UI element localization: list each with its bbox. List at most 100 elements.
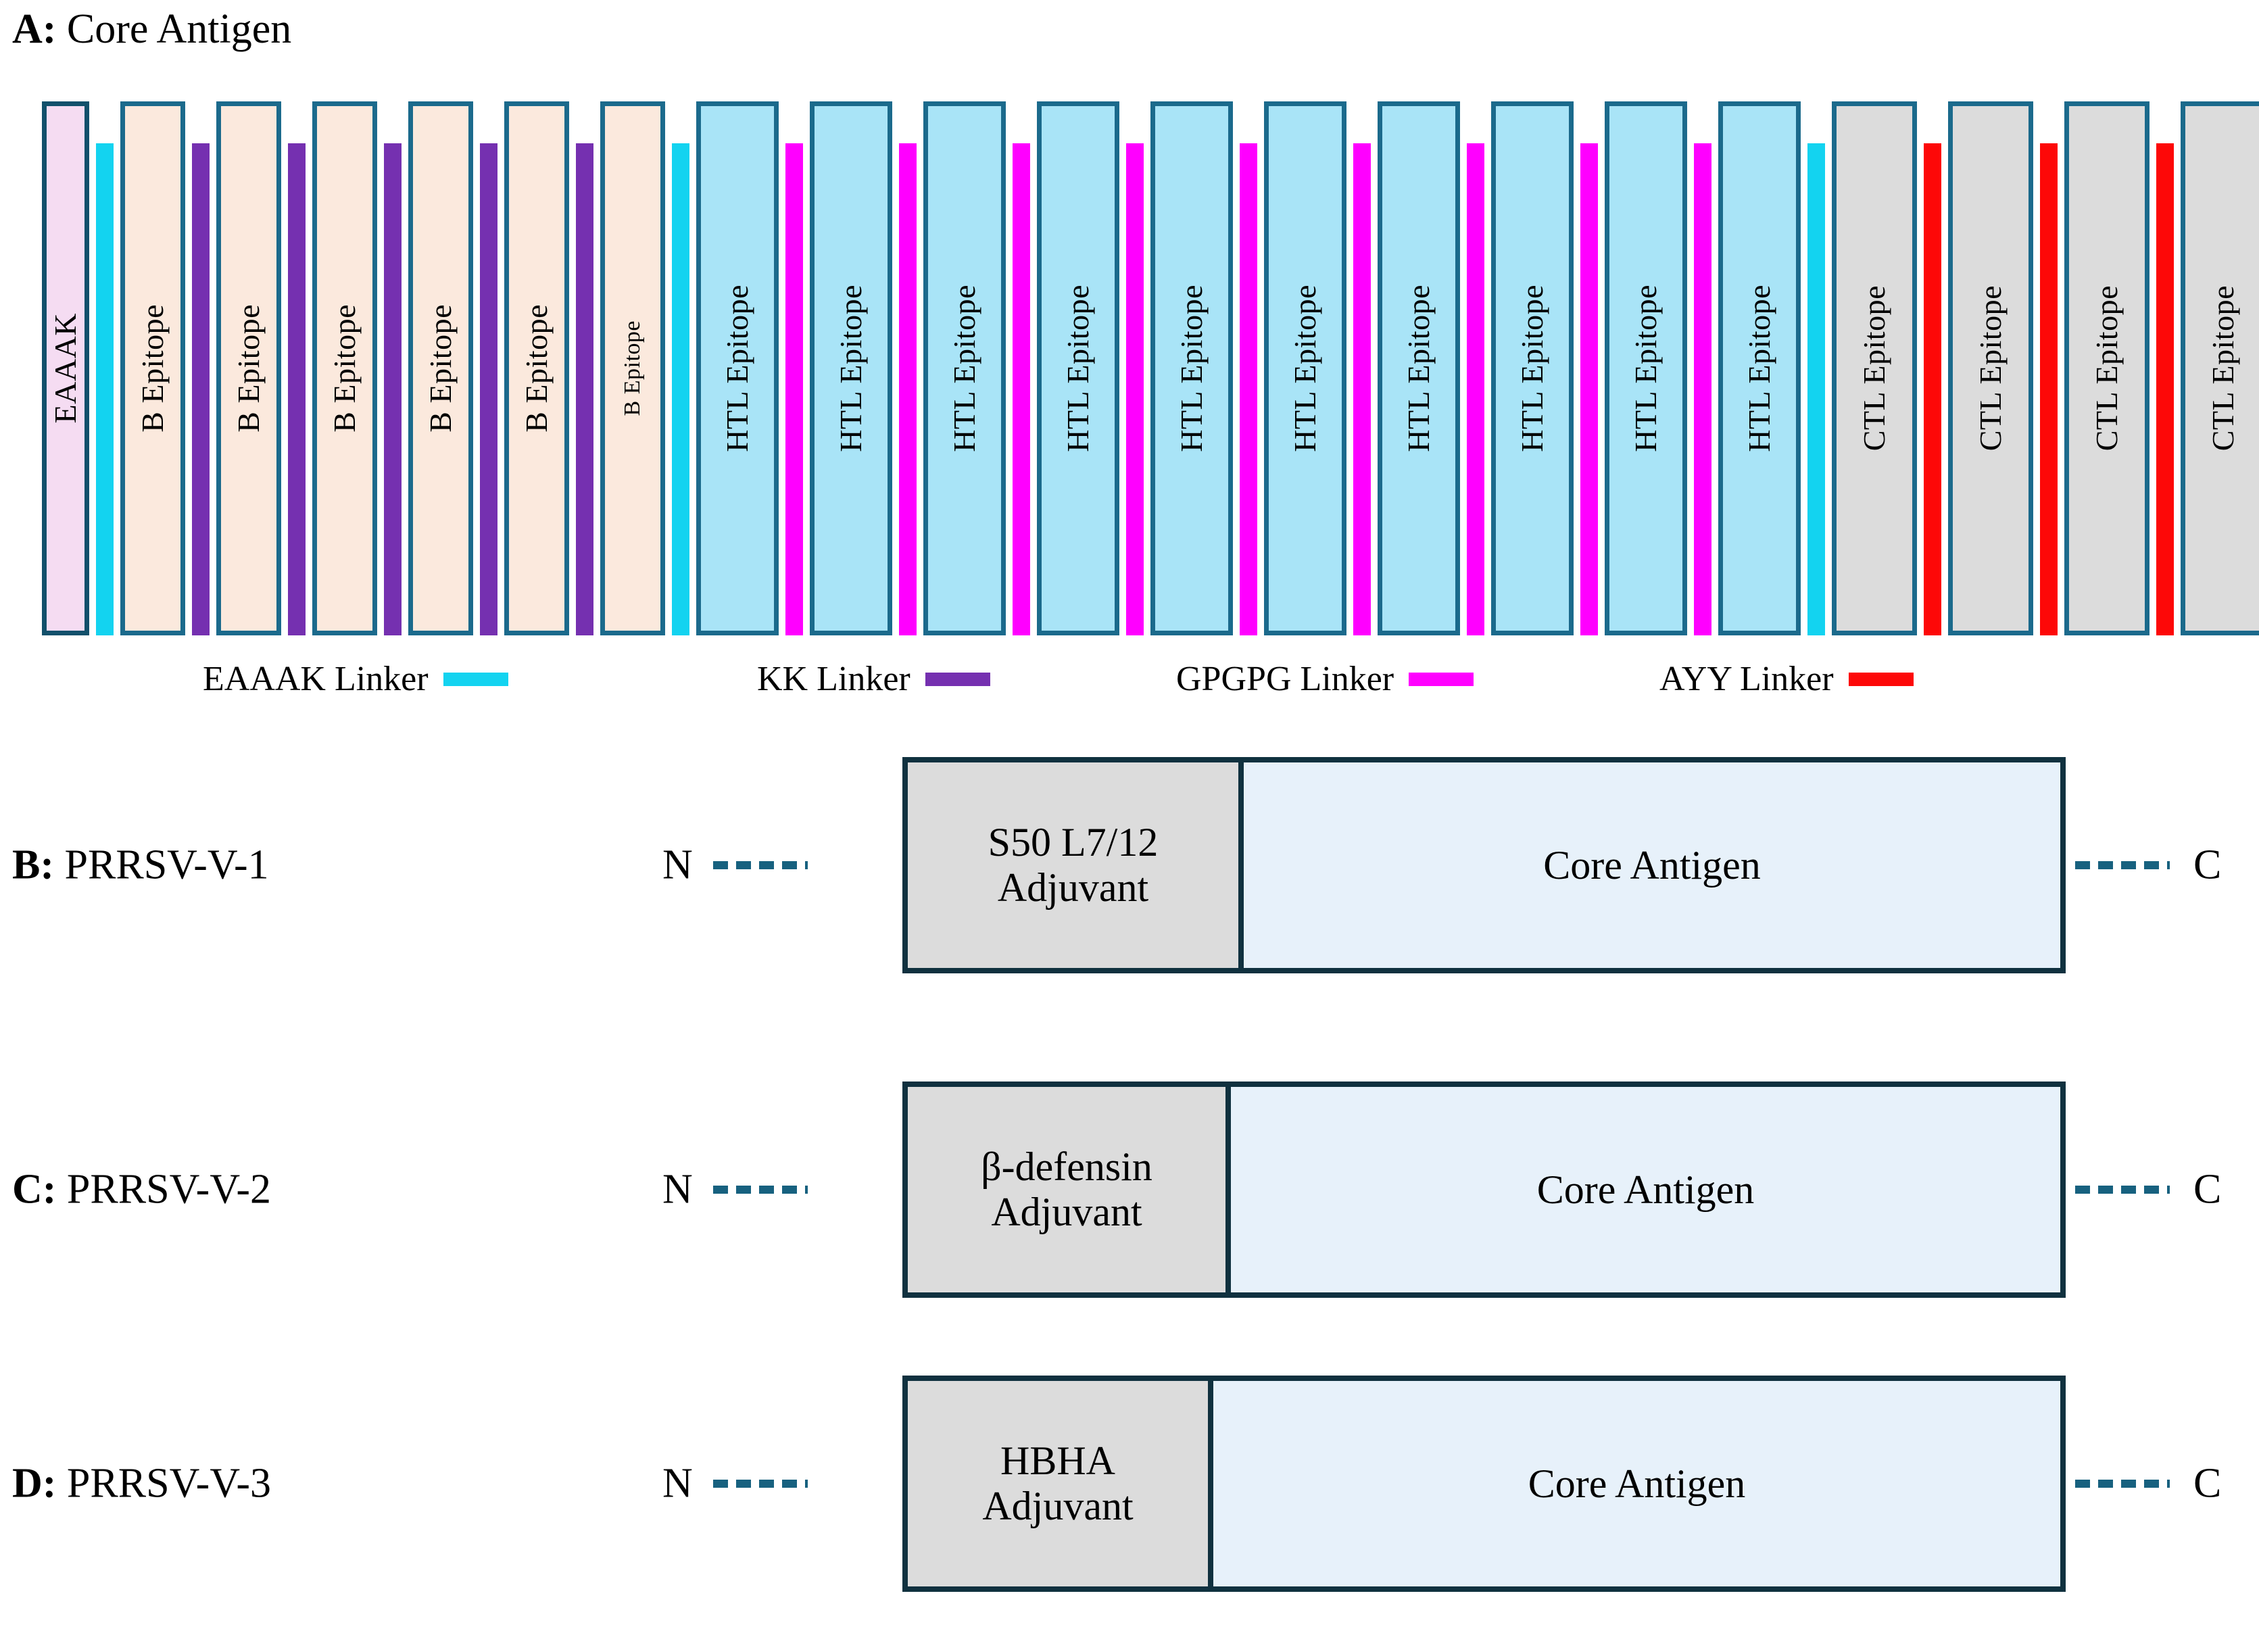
panel-c-name: PRRSV-V-2	[66, 1166, 272, 1213]
n-terminus-label-d: N	[662, 1460, 693, 1507]
legend-color-swatch	[925, 672, 990, 686]
epitope-box-htl: HTL Epitope	[923, 101, 1006, 635]
c-terminus-dash-c	[2075, 1186, 2170, 1194]
linker-legend: EAAAK Linker KK Linker GPGPG Linker AYY Lin…	[0, 659, 2259, 700]
epitope-box-label: B Epitope	[135, 304, 170, 433]
legend-label: GPGPG Linker	[1176, 660, 1394, 698]
epitope-box-label: HTL Epitope	[720, 285, 754, 452]
epitope-box-label: HTL Epitope	[1628, 285, 1663, 452]
epitope-box-label: HTL Epitope	[1742, 285, 1776, 452]
legend-item-1: KK Linker	[757, 659, 990, 699]
epitope-box-label: CTL Epitope	[1857, 285, 1891, 452]
AYY-linker	[2040, 143, 2058, 635]
adjuvant-box-b: S50 L7/12 Adjuvant	[908, 762, 1244, 968]
epitope-box-label: HTL Epitope	[1174, 285, 1209, 452]
GPGPG-linker	[1580, 143, 1598, 635]
n-terminus-dash-b	[713, 861, 808, 869]
GPGPG-linker	[1353, 143, 1371, 635]
epitope-box-htl: HTL Epitope	[1264, 101, 1346, 635]
core-antigen-box-b: Core Antigen	[1244, 762, 2060, 968]
GPGPG-linker	[1126, 143, 1144, 635]
epitope-box-label: HTL Epitope	[1515, 285, 1549, 452]
legend-label: KK Linker	[757, 660, 910, 698]
epitope-box-label: CTL Epitope	[2089, 285, 2124, 452]
EAAAK-linker	[96, 143, 114, 635]
legend-color-swatch	[1848, 672, 1914, 686]
construct-row-prrsv-v-2: C: PRRSV-V-2 N β-defensin Adjuvant Core …	[0, 1054, 2259, 1325]
construct-boxes-c: β-defensin Adjuvant Core Antigen	[902, 1082, 2066, 1298]
c-terminus-dash-b	[2075, 861, 2170, 869]
adjuvant-box-c: β-defensin Adjuvant	[908, 1087, 1231, 1292]
adjuvant-line2-d: Adjuvant	[982, 1484, 1134, 1528]
GPGPG-linker	[1240, 143, 1257, 635]
epitope-box-label: CTL Epitope	[1973, 285, 2008, 452]
EAAAK-linker	[1807, 143, 1825, 635]
KK-linker	[192, 143, 210, 635]
c-terminus-label-b: C	[2193, 842, 2222, 888]
n-terminus-dash-c	[713, 1186, 808, 1194]
KK-linker	[288, 143, 306, 635]
epitope-box-htl: HTL Epitope	[1037, 101, 1119, 635]
panel-b-letter: B:	[12, 842, 54, 888]
construct-boxes-d: HBHA Adjuvant Core Antigen	[902, 1376, 2066, 1592]
adjuvant-line2-b: Adjuvant	[997, 865, 1149, 910]
legend-item-3: AYY Linker	[1659, 659, 1914, 699]
panel-a-title: A: Core Antigen	[12, 5, 291, 53]
panel-a-heading: Core Antigen	[66, 6, 292, 52]
epitope-box-label: B Epitope	[519, 304, 554, 433]
epitope-box-label: HTL Epitope	[1061, 285, 1095, 452]
c-terminus-label-c: C	[2193, 1166, 2222, 1213]
panel-c-letter: C:	[12, 1166, 57, 1213]
KK-linker	[384, 143, 402, 635]
epitope-box-b: B Epitope	[120, 101, 185, 635]
panel-d-label: D: PRRSV-V-3	[12, 1460, 271, 1508]
AYY-linker	[2156, 143, 2174, 635]
epitope-box-ctl: CTL Epitope	[2181, 101, 2259, 635]
epitope-box-b: B Epitope	[408, 101, 473, 635]
epitope-box-htl: HTL Epitope	[810, 101, 892, 635]
KK-linker	[576, 143, 593, 635]
panel-b-label: B: PRRSV-V-1	[12, 842, 269, 890]
panel-b-name: PRRSV-V-1	[64, 842, 269, 888]
panel-a-letter: A:	[12, 6, 57, 52]
epitope-box-htl: HTL Epitope	[1378, 101, 1460, 635]
epitope-box-ctl: CTL Epitope	[2064, 101, 2149, 635]
epitope-box-label: B Epitope	[327, 304, 362, 433]
EAAAK-linker	[672, 143, 689, 635]
construct-boxes-b: S50 L7/12 Adjuvant Core Antigen	[902, 757, 2066, 973]
epitope-box-b: B Epitope	[216, 101, 281, 635]
adjuvant-box-d: HBHA Adjuvant	[908, 1381, 1213, 1586]
panel-c-label: C: PRRSV-V-2	[12, 1166, 271, 1214]
epitope-box-label: B Epitope	[231, 304, 266, 433]
c-terminus-label-d: C	[2193, 1460, 2222, 1507]
core-antigen-box-c: Core Antigen	[1231, 1087, 2060, 1292]
epitope-box-label: B Epitope	[423, 304, 458, 433]
epitope-box-label: HTL Epitope	[833, 285, 868, 452]
n-terminus-label-c: N	[662, 1166, 693, 1213]
legend-label: EAAAK Linker	[203, 660, 429, 698]
epitope-box-label: HTL Epitope	[1288, 285, 1322, 452]
epitope-box-htl: HTL Epitope	[1150, 101, 1233, 635]
legend-color-swatch	[443, 672, 508, 686]
epitope-box-b: B Epitope	[600, 101, 665, 635]
epitope-box-htl: HTL Epitope	[696, 101, 779, 635]
AYY-linker	[1924, 143, 1941, 635]
GPGPG-linker	[1013, 143, 1030, 635]
GPGPG-linker	[785, 143, 803, 635]
construct-row-prrsv-v-1: B: PRRSV-V-1 N S50 L7/12 Adjuvant Core A…	[0, 730, 2259, 1000]
panel-d-name: PRRSV-V-3	[66, 1460, 272, 1507]
legend-color-swatch	[1409, 672, 1474, 686]
c-terminus-dash-d	[2075, 1480, 2170, 1488]
epitope-box-ctl: CTL Epitope	[1948, 101, 2033, 635]
legend-label: AYY Linker	[1659, 660, 1834, 698]
epitope-box-label: HTL Epitope	[1401, 285, 1436, 452]
GPGPG-linker	[1467, 143, 1484, 635]
adjuvant-line1-b: S50 L7/12	[988, 819, 1159, 865]
adjuvant-line1-d: HBHA	[1000, 1438, 1115, 1483]
epitope-box-b: B Epitope	[504, 101, 569, 635]
legend-item-2: GPGPG Linker	[1176, 659, 1474, 699]
epitope-box-b: B Epitope	[312, 101, 377, 635]
construct-row-prrsv-v-3: D: PRRSV-V-3 N HBHA Adjuvant Core Antige…	[0, 1349, 2259, 1619]
adjuvant-line1-c: β-defensin	[981, 1144, 1152, 1189]
